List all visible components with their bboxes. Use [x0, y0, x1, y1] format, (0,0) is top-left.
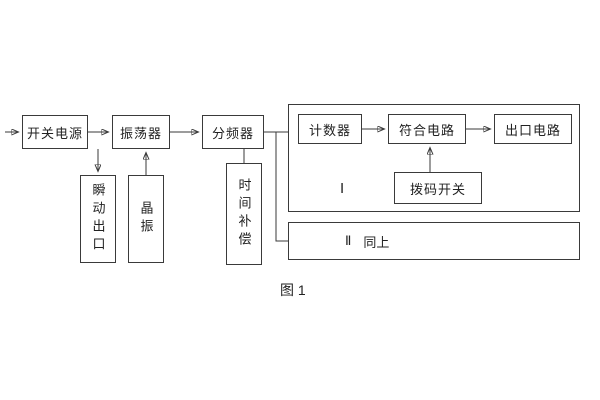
- block-instant-output-label: 瞬动出口: [90, 183, 106, 255]
- block-switch-power-label: 开关电源: [26, 125, 83, 141]
- block-counter: 计数器: [298, 114, 362, 144]
- figure-caption: 图 1: [280, 282, 306, 298]
- block-output-circuit-label: 出口电路: [504, 122, 561, 138]
- block-coincidence-label: 符合电路: [398, 122, 455, 138]
- block-time-compensation: 时间补偿: [226, 163, 262, 265]
- block-coincidence: 符合电路: [388, 114, 466, 144]
- block-divider-label: 分频器: [211, 125, 254, 141]
- block-time-compensation-label: 时间补偿: [236, 178, 252, 250]
- block-divider: 分频器: [202, 115, 264, 149]
- block-oscillator: 振荡器: [112, 115, 170, 149]
- section2-container: Ⅱ 同上: [288, 222, 580, 260]
- block-switch-power: 开关电源: [22, 115, 88, 149]
- block-instant-output: 瞬动出口: [80, 175, 116, 263]
- block-crystal: 晶振: [128, 175, 164, 263]
- section1-container: [288, 104, 580, 212]
- block-oscillator-label: 振荡器: [119, 125, 162, 141]
- block-counter-label: 计数器: [308, 122, 351, 138]
- section2-text: 同上: [363, 234, 390, 250]
- block-dip-switch-label: 拨码开关: [409, 181, 466, 197]
- section2-roman-label: Ⅱ: [345, 233, 352, 248]
- section1-roman-label: Ⅰ: [340, 180, 345, 196]
- line-branch-to-section2: [275, 132, 288, 242]
- block-output-circuit: 出口电路: [494, 114, 572, 144]
- block-dip-switch: 拨码开关: [394, 172, 482, 204]
- block-crystal-label: 晶振: [138, 201, 154, 237]
